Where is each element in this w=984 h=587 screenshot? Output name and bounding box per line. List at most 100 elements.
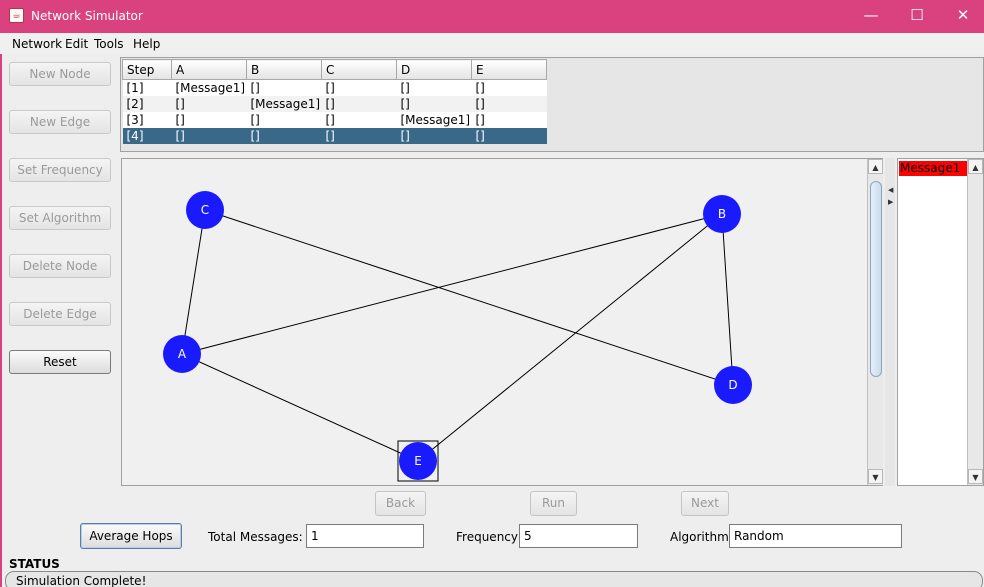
table-cell: [] [471, 79, 547, 96]
table-cell: [] [321, 79, 397, 96]
maximize-button[interactable]: ☐ [910, 6, 924, 24]
edge-a-b[interactable] [181, 213, 723, 355]
table-cell: [] [321, 95, 397, 112]
steps-table: Step A B C D E [1] [Message1] [] [] [] [… [122, 59, 547, 144]
reset-button[interactable]: Reset [9, 350, 111, 374]
column-header-step[interactable]: Step [122, 59, 172, 80]
minimize-button[interactable]: — [863, 6, 879, 24]
close-button[interactable]: ✕ [956, 6, 970, 24]
next-button[interactable]: Next [681, 491, 729, 516]
canvas-vertical-scrollbar[interactable]: ▲ ▼ [867, 159, 883, 485]
network-canvas[interactable]: C B A D E ▲ ▼ [121, 158, 883, 486]
set-frequency-button[interactable]: Set Frequency [9, 158, 111, 182]
node-label: E [414, 454, 422, 468]
title-bar: ☕ Network Simulator — ☐ ✕ [0, 0, 984, 33]
table-cell: [] [171, 127, 247, 144]
frequency-field[interactable]: 5 [519, 524, 638, 548]
network-graph[interactable]: C B A D E [122, 159, 866, 485]
table-cell: [Message1] [171, 79, 247, 96]
node-circle[interactable] [163, 335, 201, 373]
menu-network[interactable]: Network [12, 37, 63, 51]
menu-edit[interactable]: Edit [65, 37, 89, 51]
table-cell: [1] [122, 79, 172, 96]
split-pane-divider[interactable]: ◀ ▶ [885, 158, 895, 486]
column-header-b[interactable]: B [246, 59, 322, 80]
edge-c-a[interactable] [181, 209, 206, 355]
message-list-scrollbar[interactable]: ▲ ▼ [967, 159, 983, 485]
scroll-thumb[interactable] [870, 181, 882, 377]
column-header-a[interactable]: A [171, 59, 247, 80]
node-c[interactable]: C [186, 191, 224, 229]
scroll-up-arrow-icon[interactable]: ▲ [868, 159, 883, 174]
collapse-right-icon[interactable]: ▶ [888, 198, 894, 206]
collapse-left-icon[interactable]: ◀ [888, 186, 894, 194]
node-a[interactable]: A [163, 335, 201, 373]
table-cell: [] [396, 95, 472, 112]
menu-tools[interactable]: Tools [94, 37, 124, 51]
table-cell: [Message1] [396, 111, 472, 128]
table-cell: [] [246, 127, 322, 144]
node-label: D [728, 378, 737, 392]
message-item[interactable]: Message1 [899, 161, 967, 176]
node-selection-box [397, 440, 439, 482]
table-cell: [] [471, 127, 547, 144]
node-label: B [718, 207, 726, 221]
status-bar: Simulation Complete! [5, 571, 983, 587]
back-button[interactable]: Back [375, 491, 426, 516]
table-cell: [2] [122, 95, 172, 112]
window-title: Network Simulator [31, 9, 143, 23]
node-b[interactable]: B [703, 195, 741, 233]
table-row[interactable]: [2] [] [Message1] [] [] [] [122, 95, 547, 112]
average-hops-button[interactable]: Average Hops [80, 523, 182, 549]
node-d[interactable]: D [714, 366, 752, 404]
column-header-e[interactable]: E [471, 59, 547, 80]
delete-edge-button[interactable]: Delete Edge [9, 302, 111, 326]
table-cell: [] [171, 111, 247, 128]
table-cell: [4] [122, 127, 172, 144]
table-cell: [] [471, 111, 547, 128]
table-cell: [] [471, 95, 547, 112]
table-cell: [Message1] [246, 95, 322, 112]
total-messages-field[interactable]: 1 [306, 524, 424, 548]
node-e[interactable]: E [397, 440, 439, 482]
new-node-button[interactable]: New Node [9, 62, 111, 86]
table-cell: [] [321, 111, 397, 128]
table-header-row: Step A B C D E [122, 59, 547, 80]
node-circle[interactable] [714, 366, 752, 404]
algorithm-field[interactable]: Random [729, 524, 902, 548]
edge-c-d[interactable] [204, 209, 734, 386]
edge-b-e[interactable] [417, 213, 723, 462]
table-row[interactable]: [3] [] [] [] [Message1] [] [122, 111, 547, 128]
node-label: A [178, 347, 187, 361]
table-row-selected[interactable]: [4] [] [] [] [] [] [122, 127, 547, 144]
message-list[interactable]: Message1 ▲ ▼ [897, 158, 984, 486]
table-cell: [] [171, 95, 247, 112]
run-button[interactable]: Run [530, 491, 577, 516]
set-algorithm-button[interactable]: Set Algorithm [9, 206, 111, 230]
frequency-label: Frequency [456, 530, 518, 544]
total-messages-label: Total Messages: [208, 530, 303, 544]
node-circle[interactable] [703, 195, 741, 233]
menu-bar: Network Edit Tools Help [0, 33, 984, 54]
table-cell: [] [396, 79, 472, 96]
scroll-down-arrow-icon[interactable]: ▼ [868, 469, 883, 484]
node-circle[interactable] [399, 442, 437, 480]
edge-a-e[interactable] [181, 353, 419, 462]
delete-node-button[interactable]: Delete Node [9, 254, 111, 278]
java-app-icon: ☕ [9, 8, 24, 23]
edge-b-d[interactable] [721, 213, 734, 386]
scroll-up-arrow-icon[interactable]: ▲ [968, 159, 983, 174]
column-header-c[interactable]: C [321, 59, 397, 80]
algorithm-label: Algorithm [670, 530, 729, 544]
new-edge-button[interactable]: New Edge [9, 110, 111, 134]
node-label: C [201, 203, 209, 217]
table-cell: [] [246, 111, 322, 128]
table-cell: [3] [122, 111, 172, 128]
column-header-d[interactable]: D [396, 59, 472, 80]
node-circle[interactable] [186, 191, 224, 229]
table-row[interactable]: [1] [Message1] [] [] [] [] [122, 79, 547, 96]
menu-help[interactable]: Help [133, 37, 161, 51]
scroll-down-arrow-icon[interactable]: ▼ [968, 469, 983, 484]
status-heading: STATUS [9, 557, 60, 571]
window-border [0, 54, 2, 587]
